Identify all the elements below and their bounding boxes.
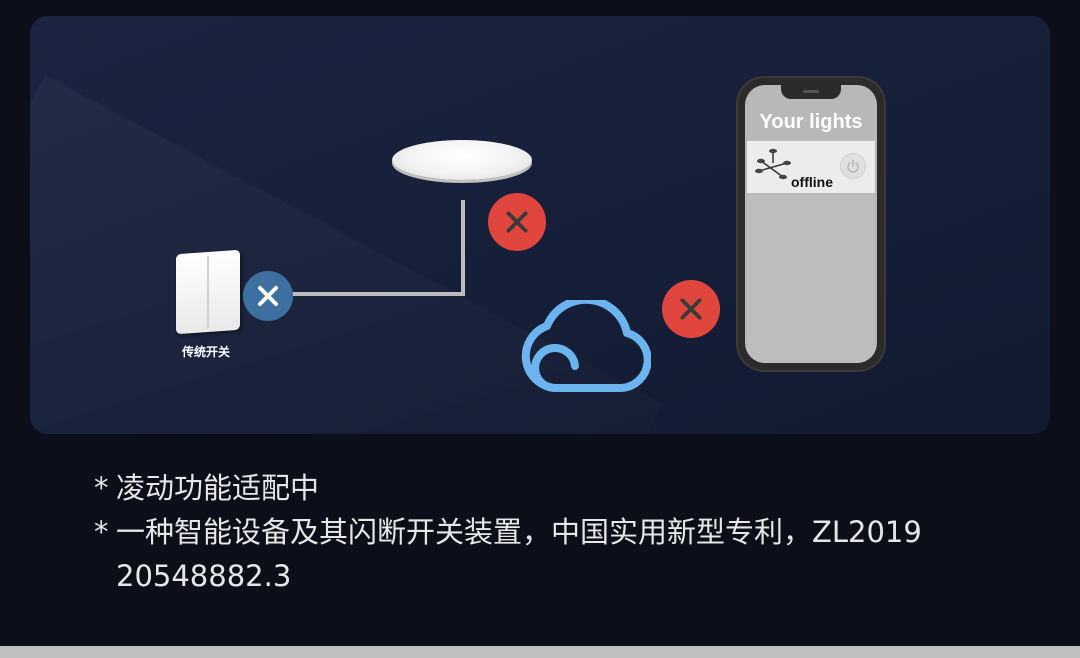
footnote-text: 凌动功能适配中 bbox=[116, 471, 320, 505]
device-status-label: offline bbox=[791, 174, 833, 190]
lamp-fail-x-icon bbox=[488, 193, 546, 251]
phone-title: Your lights bbox=[759, 111, 863, 133]
illustration-panel: 传统开关 Your lights bbox=[30, 16, 1050, 434]
chandelier-icon bbox=[755, 148, 791, 180]
switch-fail-x-icon bbox=[243, 271, 293, 321]
power-icon[interactable] bbox=[841, 154, 865, 178]
wire-vertical bbox=[461, 200, 465, 296]
wire-horizontal bbox=[292, 292, 465, 296]
device-card: offline bbox=[747, 141, 875, 193]
phone-screen-empty-area bbox=[747, 195, 875, 363]
phone-notch bbox=[781, 85, 841, 99]
switch-label: 传统开关 bbox=[181, 345, 230, 359]
footnotes: * 凌动功能适配中 * 一种智能设备及其闪断开关装置，中国实用新型专利，ZL20… bbox=[94, 466, 996, 598]
bottom-bar bbox=[0, 646, 1080, 658]
cloud-fail-x-icon bbox=[662, 280, 720, 338]
phone-screen: Your lights offline bbox=[745, 85, 877, 363]
wall-switch-icon bbox=[176, 249, 240, 335]
cloud-icon bbox=[521, 300, 651, 392]
phone-mockup: Your lights offline bbox=[738, 78, 884, 370]
footnote-item: * 一种智能设备及其闪断开关装置，中国实用新型专利，ZL2019 2054888… bbox=[94, 510, 996, 598]
footnote-marker: * bbox=[94, 471, 109, 505]
footnote-item: * 凌动功能适配中 bbox=[94, 466, 996, 510]
footnote-text: 一种智能设备及其闪断开关装置，中国实用新型专利，ZL2019 20548882.… bbox=[116, 515, 922, 593]
footnote-marker: * bbox=[94, 515, 109, 549]
ceiling-lamp-icon bbox=[392, 140, 532, 180]
